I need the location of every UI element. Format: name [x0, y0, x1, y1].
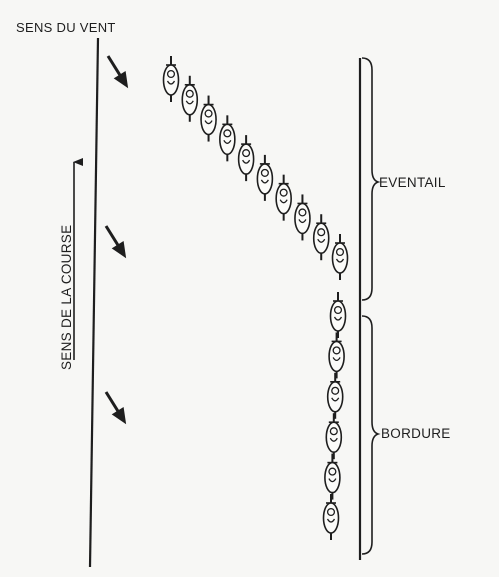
- wind-arrow-icon: [104, 391, 127, 425]
- echelon-rider: [219, 115, 236, 162]
- echelon-brace: [361, 57, 381, 301]
- echelon-label: EVENTAIL: [379, 175, 446, 190]
- gutter-rider: [324, 453, 341, 500]
- gutter-rider: [328, 332, 345, 379]
- riders: [162, 56, 349, 540]
- wind-arrows: [104, 55, 129, 425]
- echelon-rider: [331, 234, 349, 280]
- gutter-brace: [361, 315, 381, 555]
- gutter-rider: [329, 292, 347, 338]
- echelon-rider: [256, 154, 274, 201]
- gutter-rider: [326, 372, 344, 419]
- wind-direction-label: SENS DU VENT: [16, 20, 116, 35]
- gutter-label: BORDURE: [381, 426, 451, 441]
- echelon-rider: [237, 135, 255, 182]
- gutter-rider: [322, 494, 340, 540]
- echelon-rider: [275, 174, 292, 221]
- wind-arrow-icon: [106, 55, 129, 89]
- wind-arrow-icon: [104, 225, 127, 259]
- echelon-rider: [294, 194, 311, 241]
- race-direction-label: SENS DE LA COURSE: [59, 224, 74, 370]
- road-edge-left: [88, 37, 100, 568]
- echelon-rider: [312, 214, 330, 261]
- echelon-rider: [162, 56, 180, 102]
- echelon-rider: [200, 95, 217, 142]
- echelon-rider: [181, 75, 199, 122]
- gutter-rider: [325, 413, 343, 460]
